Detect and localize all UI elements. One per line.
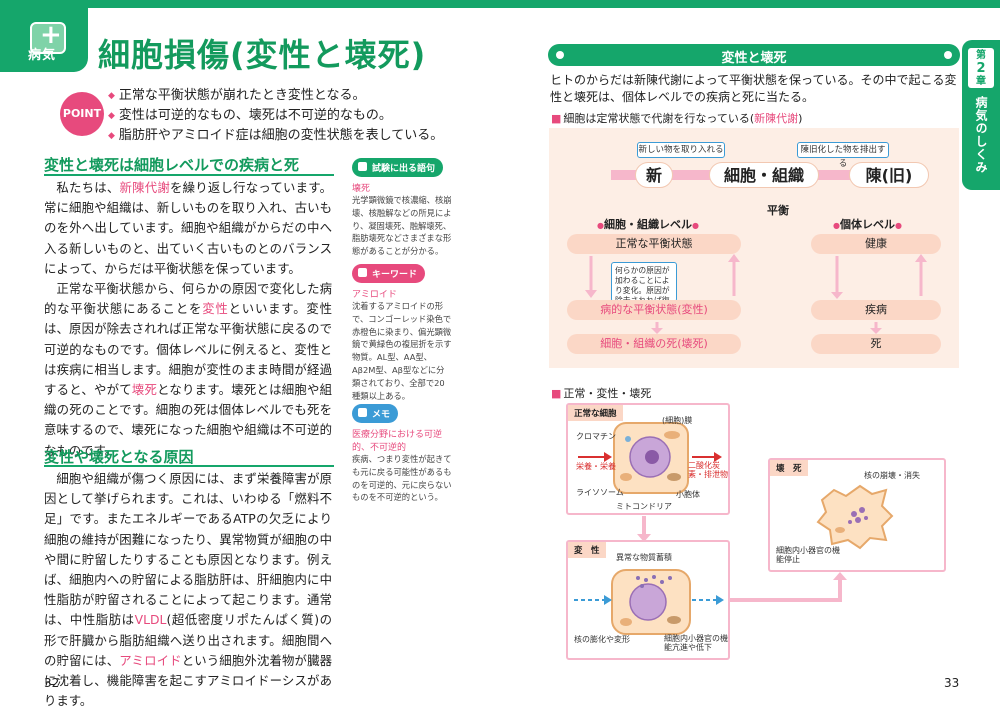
cell-tissue-node: 細胞・組織 [709, 162, 819, 188]
side-body: 光学顕微鏡で核濃縮、核崩壊、核融解などの所見により、凝固壊死、融解壊死、脂肪壊死… [352, 195, 452, 257]
side-tag-memo: メモ [352, 404, 399, 423]
diagram2-connectors [637, 516, 847, 602]
necrotic-cell-illustration [816, 484, 894, 550]
side-note-keyword: キーワード アミロイド 沈着するアミロイドの形で、コンゴーレッド染色で赤橙色に染… [352, 262, 452, 402]
chapter-title: 病気のしくみ [974, 96, 988, 174]
category-tab: 病気 [0, 8, 88, 72]
degeneration-panel: 変 性 異常な物質蓄積 核の膨化や変形 細胞内小器官の機能亢進や低下 [566, 540, 730, 660]
organelle-stop-label: 細胞内小器官の機能停止 [776, 546, 840, 564]
health-pill: 健康 [811, 234, 941, 254]
section1-paragraph-2: 正常な平衡状態から、何らかの原因で変化した病的な平衡状態にあることを変性といいま… [44, 281, 333, 458]
bubble-excrete: 陳旧化した物を排出する [797, 142, 889, 169]
section2-rule [44, 465, 334, 467]
category-label: 病気 [28, 48, 57, 63]
point-item: 正常な平衡状態が崩れたとき変性となる。 [108, 86, 443, 106]
figure2-label: 正常・変性・壊死 [551, 385, 651, 401]
normal-cell-illustration [578, 422, 722, 494]
mitochondria-label: ミトコンドリア [616, 502, 672, 511]
cell-death-pill: 細胞・組織の死(壊死) [567, 334, 741, 354]
degeneration-tag: 変 性 [568, 542, 606, 558]
degenerated-cell-illustration [574, 569, 724, 635]
side-note-exam: 試験に出る語句 壊死 光学顕微鏡で核濃縮、核崩壊、核融解などの所見により、凝固壊… [352, 156, 452, 258]
medical-icon [30, 20, 66, 54]
bullet-dot [944, 51, 952, 59]
point-item: 変性は可逆的なもの、壊死は不可逆的なもの。 [108, 106, 443, 126]
section1-paragraph-1: 私たちは、新陳代謝を繰り返し行なっています。常に細胞や組織は、新しいものを取り入… [44, 180, 333, 276]
top-color-bar [0, 0, 1000, 8]
membrane-label: (細胞)膜 [662, 416, 693, 425]
disease-pill: 疾病 [811, 300, 941, 320]
nutrients-label: 栄養・栄養 [576, 462, 616, 471]
normal-cell-tag: 正常な細胞 [568, 405, 623, 421]
right-section-bar [548, 44, 960, 66]
side-tag-keyword: キーワード [352, 264, 426, 283]
necrosis-tag: 壊 死 [770, 460, 808, 476]
point-item: 脂肪肝やアミロイド症は細胞の変性状態を表している。 [108, 126, 443, 146]
bullet-dot [556, 51, 564, 59]
side-body: 沈着するアミロイドの形で、コンゴーレッド染色で赤橙色に染まり、偏光顕微鏡で黄緑色… [352, 301, 452, 401]
abnormal-accumulation-label: 異常な物質蓄積 [616, 553, 672, 562]
section1-heading: 変性と壊死は細胞レベルでの疾病と死 [44, 156, 300, 174]
side-tag-exam: 試験に出る語句 [352, 158, 444, 177]
figure1-label: 細胞は定常状態で代謝を行なっている(新陳代謝) [551, 110, 802, 126]
death-pill: 死 [811, 334, 941, 354]
cell-level-label: 細胞・組織レベル [597, 216, 699, 232]
section2-paragraph-1: 細胞や組織が傷つく原因には、まず栄養障害が原因として挙げられます。これは、いわゆ… [44, 471, 333, 709]
page-title: 細胞損傷(変性と壊死) [98, 36, 427, 74]
section1-rule [44, 174, 334, 176]
section1-body: 私たちは、新陳代謝を繰り返し行なっています。常に細胞や組織は、新しいものを取り入… [44, 178, 332, 461]
right-section-heading: 変性と壊死 [721, 51, 787, 66]
er-label: 小胞体 [676, 490, 700, 499]
pathologic-state-pill: 病的な平衡状態(変性) [567, 300, 741, 320]
organelle-change-label: 細胞内小器官の機能亢進や低下 [664, 634, 728, 652]
side-note-memo: メモ 医療分野における可逆的、不可逆的 疾病、つまり変性が起きても元に戻る可能性… [352, 402, 452, 504]
page-number-right: 33 [944, 676, 960, 690]
side-term: 壊死 [352, 184, 371, 194]
normal-cell-panel: 正常な細胞 (細胞)膜 クロマチン 栄養・栄養 二酸化炭素・排泄物 ライソソーム… [566, 403, 730, 515]
lysosome-label: ライソソーム [576, 488, 624, 497]
diagram1-arrows [585, 254, 927, 334]
normal-state-pill: 正常な平衡状態 [567, 234, 741, 254]
metabolism-diagram: 新しい物を取り入れる 陳旧化した物を排出する 新 細胞・組織 陳(旧) 平衡 細… [549, 128, 959, 368]
section2-body: 細胞や組織が傷つく原因には、まず栄養障害が原因として挙げられます。これは、いわゆ… [44, 469, 332, 709]
new-node: 新 [635, 162, 673, 188]
old-node: 陳(旧) [849, 162, 929, 188]
co2-label: 二酸化炭素・排泄物 [688, 461, 728, 479]
side-term: アミロイド [352, 290, 397, 300]
right-intro: ヒトのからだは新陳代謝によって平衡状態を保っている。その中で起こる変性と壊死は、… [550, 73, 957, 104]
nucleus-change-label: 核の膨化や変形 [574, 635, 630, 644]
necrosis-panel: 壊 死 核の崩壊・消失 細胞内小器官の機能停止 [768, 458, 946, 572]
balance-label: 平衡 [767, 204, 789, 217]
section2-heading: 変性や壊死となる原因 [44, 448, 194, 466]
point-list: 正常な平衡状態が崩れたとき変性となる。 変性は可逆的なもの、壊死は不可逆的なもの… [108, 86, 443, 146]
nucleus-break-label: 核の崩壊・消失 [864, 471, 920, 480]
individual-level-label: 個体レベル [833, 216, 902, 232]
page-number-left: 32 [44, 676, 60, 690]
side-body: 疾病、つまり変性が起きても元に戻る可能性があるものを可逆的、元に戻らないものを不… [352, 454, 452, 503]
chromatin-label: クロマチン [576, 432, 616, 441]
bubble-intake: 新しい物を取り入れる [637, 142, 725, 158]
point-badge: POINT [60, 92, 104, 136]
side-term: 医療分野における可逆的、不可逆的 [352, 430, 443, 453]
